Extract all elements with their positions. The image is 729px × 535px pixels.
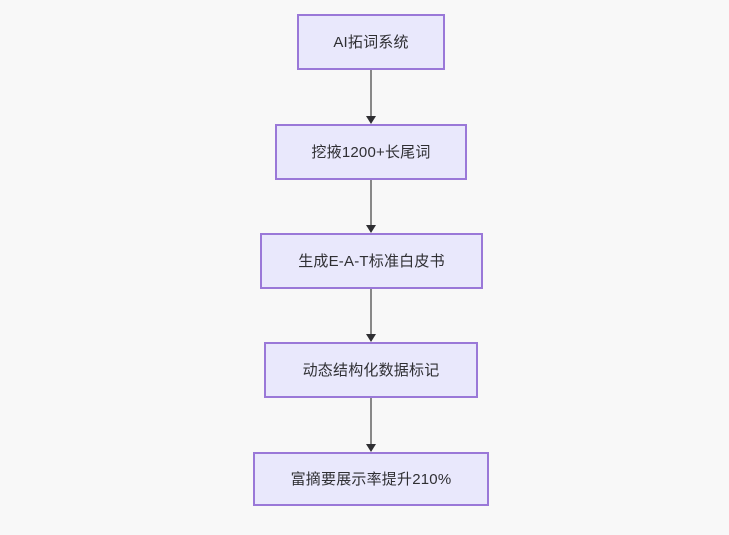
connector-line — [370, 70, 372, 117]
flow-node-label: 富摘要展示率提升210% — [290, 470, 452, 488]
arrowhead-icon — [366, 116, 376, 124]
flow-node-label: 挖掖1200+长尾词 — [311, 143, 431, 161]
connector-node-1-to-node-2 — [366, 70, 376, 124]
arrowhead-icon — [366, 225, 376, 233]
connector-node-3-to-node-4 — [366, 289, 376, 342]
connector-line — [370, 398, 372, 445]
flow-node-label: AI拓词系统 — [333, 33, 409, 51]
connector-node-4-to-node-5 — [366, 398, 376, 452]
connector-line — [370, 180, 372, 226]
flow-node-label: 生成E-A-T标准白皮书 — [298, 252, 445, 270]
connector-line — [370, 289, 372, 335]
flow-node-rich-snippet-rate-increase[interactable]: 富摘要展示率提升210% — [253, 452, 489, 506]
flow-node-label: 动态结构化数据标记 — [302, 361, 440, 379]
arrowhead-icon — [366, 334, 376, 342]
arrowhead-icon — [366, 444, 376, 452]
connector-node-2-to-node-3 — [366, 180, 376, 233]
flow-node-mine-longtail-keywords[interactable]: 挖掖1200+长尾词 — [275, 124, 467, 180]
flow-node-dynamic-structured-data-markup[interactable]: 动态结构化数据标记 — [264, 342, 478, 398]
flow-node-ai-keyword-system[interactable]: AI拓词系统 — [297, 14, 445, 70]
flow-node-generate-eat-whitepaper[interactable]: 生成E-A-T标准白皮书 — [260, 233, 483, 289]
